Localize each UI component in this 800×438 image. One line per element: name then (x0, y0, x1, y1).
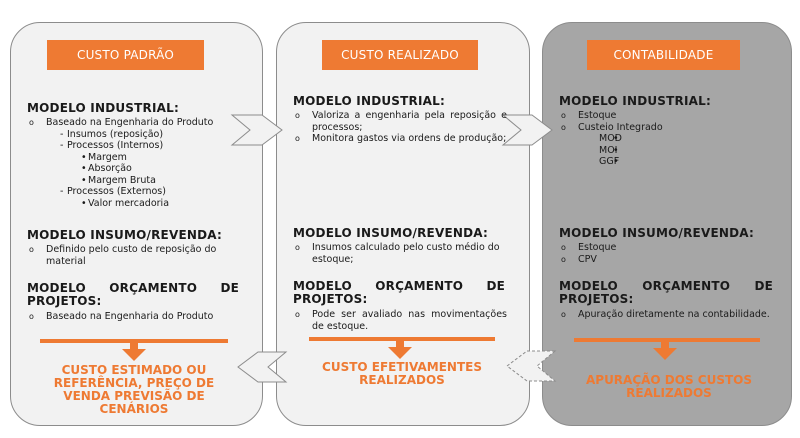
realized-resale-heading: MODELO INSUMO/REVENDA: (293, 226, 488, 240)
realized-result-text: CUSTO EFETIVAMENTES REALIZADOS (322, 360, 482, 387)
realized-down-arrow-stem (396, 340, 404, 348)
list-item: Custeio Integrado (559, 122, 774, 134)
list-item: Definido pelo custo de reposição do mate… (27, 244, 242, 267)
list-item: Baseado na Engenharia do Produto (27, 311, 242, 323)
realized-industrial-heading: MODELO INDUSTRIAL: (293, 94, 445, 108)
left-arrow-accounting-to-realized (506, 350, 557, 382)
accounting-result-bar (574, 338, 760, 342)
tag-custo-realizado: CUSTO REALIZADO (322, 40, 478, 70)
accounting-resale-list: Estoque CPV (559, 242, 774, 265)
list-item: Margem Bruta (27, 175, 242, 187)
realized-result-bar (309, 337, 495, 341)
accounting-budget-heading: MODELO ORÇAMENTO DE PROJETOS: (559, 279, 773, 306)
list-item: Insumos calculado pelo custo médio do es… (293, 242, 507, 265)
accounting-industrial-list: Estoque Custeio Integrado MOD MOI GGF (559, 110, 774, 168)
accounting-result-text: APURAÇÃO DOS CUSTOS REALIZADOS (585, 373, 753, 400)
realized-budget-heading: MODELO ORÇAMENTO DE PROJETOS: (293, 279, 505, 306)
right-arrow-standard-to-realized (230, 114, 283, 146)
standard-industrial-heading: MODELO INDUSTRIAL: (27, 101, 179, 115)
realized-industrial-list: Valoriza a engenharia pela reposição e p… (293, 110, 507, 145)
list-item: Margem (27, 152, 242, 164)
list-item: Insumos (reposição) (27, 129, 242, 141)
list-item: Absorção (27, 163, 242, 175)
list-item: Pode ser avaliado nas movimentações de e… (293, 309, 507, 332)
list-item: Processos (Externos) (27, 186, 242, 198)
right-arrow-realized-to-accounting (501, 114, 553, 146)
realized-down-arrow-icon (388, 347, 412, 359)
standard-industrial-list: Baseado na Engenharia do Produto Insumos… (27, 117, 242, 209)
standard-down-arrow-stem (130, 342, 138, 350)
list-item: Valor mercadoria (27, 198, 242, 210)
standard-result-text: CUSTO ESTIMADO OU REFERÊNCIA, PREÇO DE V… (53, 363, 215, 416)
standard-result-bar (40, 339, 228, 343)
tag-contabilidade: CONTABILIDADE (587, 40, 740, 70)
tag-custo-padrao: CUSTO PADRÃO (47, 40, 204, 70)
list-item: Monitora gastos via ordens de produção; (293, 133, 507, 145)
accounting-down-arrow-stem (661, 341, 669, 349)
list-item: GGF (559, 156, 774, 168)
standard-down-arrow-icon (122, 349, 146, 361)
list-item: MOI (559, 145, 774, 157)
realized-resale-list: Insumos calculado pelo custo médio do es… (293, 242, 507, 265)
left-arrow-realized-to-standard (237, 351, 288, 383)
list-item: Baseado na Engenharia do Produto (27, 117, 242, 129)
accounting-budget-list: Apuração diretamente na contabilidade. (559, 309, 774, 321)
accounting-down-arrow-icon (653, 348, 677, 360)
accounting-industrial-heading: MODELO INDUSTRIAL: (559, 94, 711, 108)
list-item: Estoque (559, 242, 774, 254)
realized-budget-list: Pode ser avaliado nas movimentações de e… (293, 309, 507, 332)
standard-budget-heading: MODELO ORÇAMENTO DE PROJETOS: (27, 281, 239, 308)
standard-resale-list: Definido pelo custo de reposição do mate… (27, 244, 242, 267)
list-item: CPV (559, 254, 774, 266)
list-item: Apuração diretamente na contabilidade. (559, 309, 774, 321)
list-item: Processos (Internos) (27, 140, 242, 152)
standard-resale-heading: MODELO INSUMO/REVENDA: (27, 228, 222, 242)
list-item: Valoriza a engenharia pela reposição e p… (293, 110, 507, 133)
panel-contabilidade (542, 22, 792, 426)
accounting-resale-heading: MODELO INSUMO/REVENDA: (559, 226, 754, 240)
list-item: MOD (559, 133, 774, 145)
list-item: Estoque (559, 110, 774, 122)
standard-budget-list: Baseado na Engenharia do Produto (27, 311, 242, 323)
